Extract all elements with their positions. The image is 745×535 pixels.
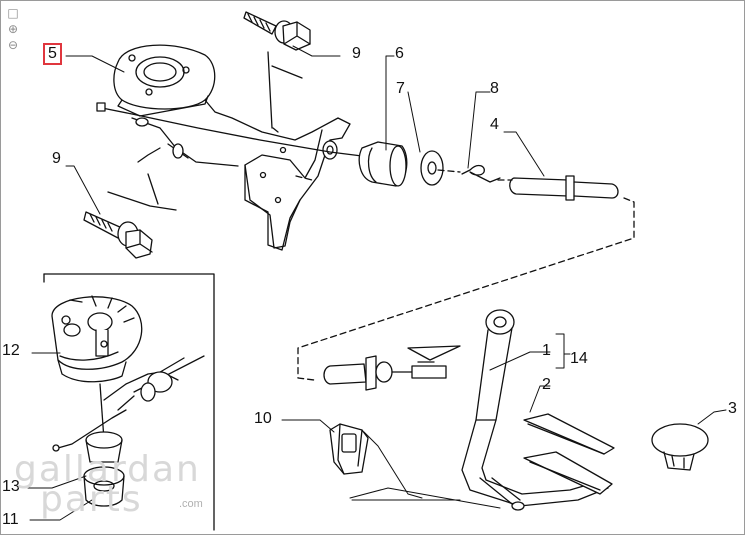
washer[interactable] — [420, 150, 444, 186]
callout-7[interactable]: 7 — [396, 80, 405, 97]
zoom-in-icon[interactable]: ⊕ — [7, 22, 19, 36]
callout-4[interactable]: 4 — [490, 116, 499, 133]
bolt-top[interactable] — [243, 11, 311, 51]
callout-5[interactable]: 5 — [43, 43, 62, 65]
inset-frame — [43, 273, 215, 531]
retaining-clip[interactable] — [329, 423, 369, 475]
callout-1[interactable]: 1 — [542, 342, 551, 359]
clip[interactable] — [461, 164, 501, 183]
zoom-out-icon[interactable]: ⊖ — [7, 38, 19, 52]
callout-3[interactable]: 3 — [728, 400, 737, 417]
inset-spring-cup[interactable] — [83, 431, 125, 507]
bracket-assembly[interactable] — [113, 44, 351, 251]
callout-2[interactable]: 2 — [542, 376, 551, 393]
callout-11[interactable]: 12 — [2, 342, 20, 359]
bushing[interactable] — [358, 141, 408, 187]
cap[interactable] — [651, 423, 709, 471]
inset-cam-assembly[interactable] — [51, 295, 205, 452]
callout-14[interactable]: 14 — [570, 350, 588, 367]
assembly-guide-lines — [295, 169, 635, 381]
callout-10[interactable]: 10 — [254, 410, 272, 427]
callout-6[interactable]: 6 — [395, 45, 404, 62]
cable — [96, 51, 363, 167]
pin[interactable] — [509, 175, 619, 201]
fit-to-view-icon[interactable]: □ — [7, 6, 19, 20]
pedal-rod[interactable] — [461, 309, 609, 511]
callout-13[interactable]: 13 — [2, 478, 20, 495]
callout-leaders — [27, 45, 727, 521]
callout-9-left[interactable]: 9 — [52, 150, 61, 167]
bolt-left[interactable] — [83, 173, 177, 259]
pedal-pad[interactable] — [523, 413, 615, 495]
callout-12[interactable]: 11 — [2, 511, 19, 528]
lower-cable-connector[interactable] — [323, 345, 461, 391]
callout-9-top[interactable]: 9 — [352, 45, 361, 62]
callout-8[interactable]: 8 — [490, 80, 499, 97]
